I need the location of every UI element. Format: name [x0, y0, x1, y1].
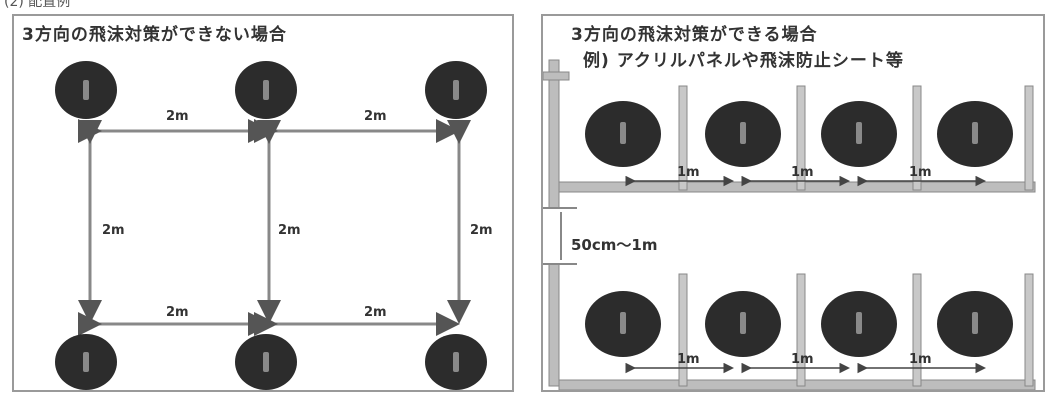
distance-label: 2m — [166, 305, 189, 320]
partition-icon — [548, 59, 560, 387]
page-title: (2) 配置例 — [4, 0, 71, 10]
distance-label: 2m — [102, 223, 125, 238]
distance-label: 2m — [278, 223, 301, 238]
person-icon — [585, 101, 661, 167]
seat-gap-label: 1m — [909, 165, 932, 180]
person-icon — [937, 291, 1013, 357]
partition-icon — [558, 273, 1036, 390]
layout-diagram-right: 1m 1m 1m 1m 1m 1m — [543, 59, 1036, 390]
panel-right-title: 3方向の飛沫対策ができる場合 — [571, 25, 818, 45]
panel-with-barrier: 3方向の飛沫対策ができる場合 例) アクリルパネルや飛沫防止シート等 — [541, 14, 1045, 392]
person-icon — [821, 101, 897, 167]
row-gap-label: 50cm〜1m — [571, 236, 658, 254]
panel-left-title: 3方向の飛沫対策ができない場合 — [22, 25, 287, 45]
person-icon — [705, 101, 781, 167]
person-icon — [937, 101, 1013, 167]
person-icon — [585, 291, 661, 357]
barrier-example-text: 例) アクリルパネルや飛沫防止シート等 — [583, 51, 904, 71]
seat-gap-label: 1m — [677, 352, 700, 367]
distance-label: 2m — [166, 109, 189, 124]
person-icon — [55, 334, 117, 390]
person-icon — [425, 61, 487, 119]
seat-gap-label: 1m — [791, 352, 814, 367]
seat-gap-label: 1m — [909, 352, 932, 367]
seat-gap-label: 1m — [677, 165, 700, 180]
person-icon — [55, 61, 117, 119]
person-icon — [705, 291, 781, 357]
seat-gap-label: 1m — [791, 165, 814, 180]
person-icon — [235, 61, 297, 119]
distance-label: 2m — [364, 305, 387, 320]
person-icon — [425, 334, 487, 390]
distance-label: 2m — [364, 109, 387, 124]
distance-label: 2m — [470, 223, 493, 238]
layout-diagram-left: 2m 2m 2m 2m 2m 2m 2m — [55, 61, 493, 390]
person-icon — [235, 334, 297, 390]
person-icon — [821, 291, 897, 357]
panel-no-barrier: 3方向の飛沫対策ができない場合 — [12, 14, 514, 392]
